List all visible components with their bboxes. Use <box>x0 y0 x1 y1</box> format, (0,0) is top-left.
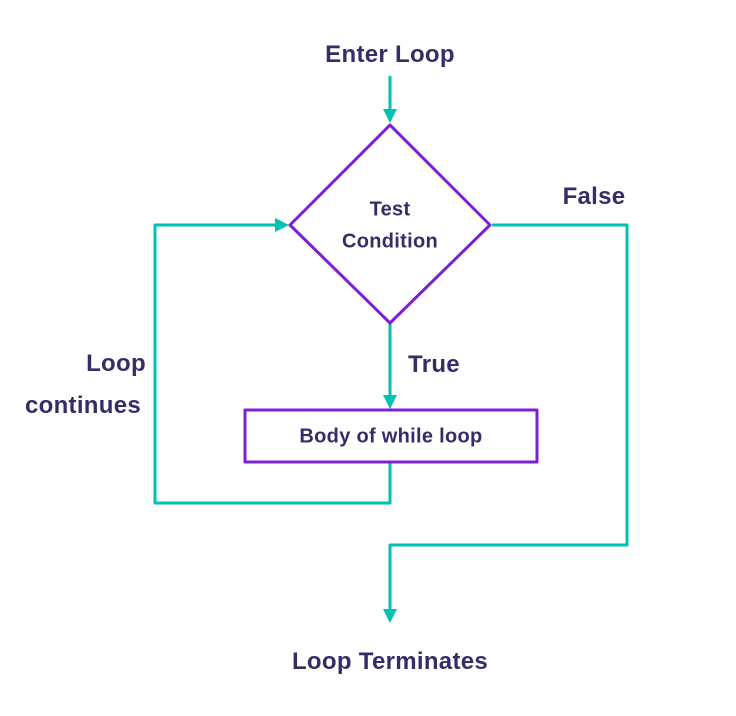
decision-diamond <box>288 123 492 325</box>
enter-loop-label: Enter Loop <box>325 41 455 68</box>
false-path-arrow <box>383 223 629 623</box>
loop-continues-label-line1: Loop <box>86 350 146 377</box>
true-branch-label: True <box>408 351 460 378</box>
test-condition-label-line2: Condition <box>341 230 439 253</box>
loop-back-arrow <box>153 218 392 505</box>
loop-continues-label-line2: continues <box>24 392 142 419</box>
loop-terminates-label: Loop Terminates <box>291 648 489 675</box>
body-of-while-loop-label: Body of while loop <box>299 425 483 448</box>
false-branch-label: False <box>562 183 626 210</box>
enter-arrow <box>383 76 397 123</box>
test-condition-label-line1: Test <box>369 198 411 221</box>
body-rectangle <box>243 408 539 464</box>
true-arrow <box>383 324 397 409</box>
